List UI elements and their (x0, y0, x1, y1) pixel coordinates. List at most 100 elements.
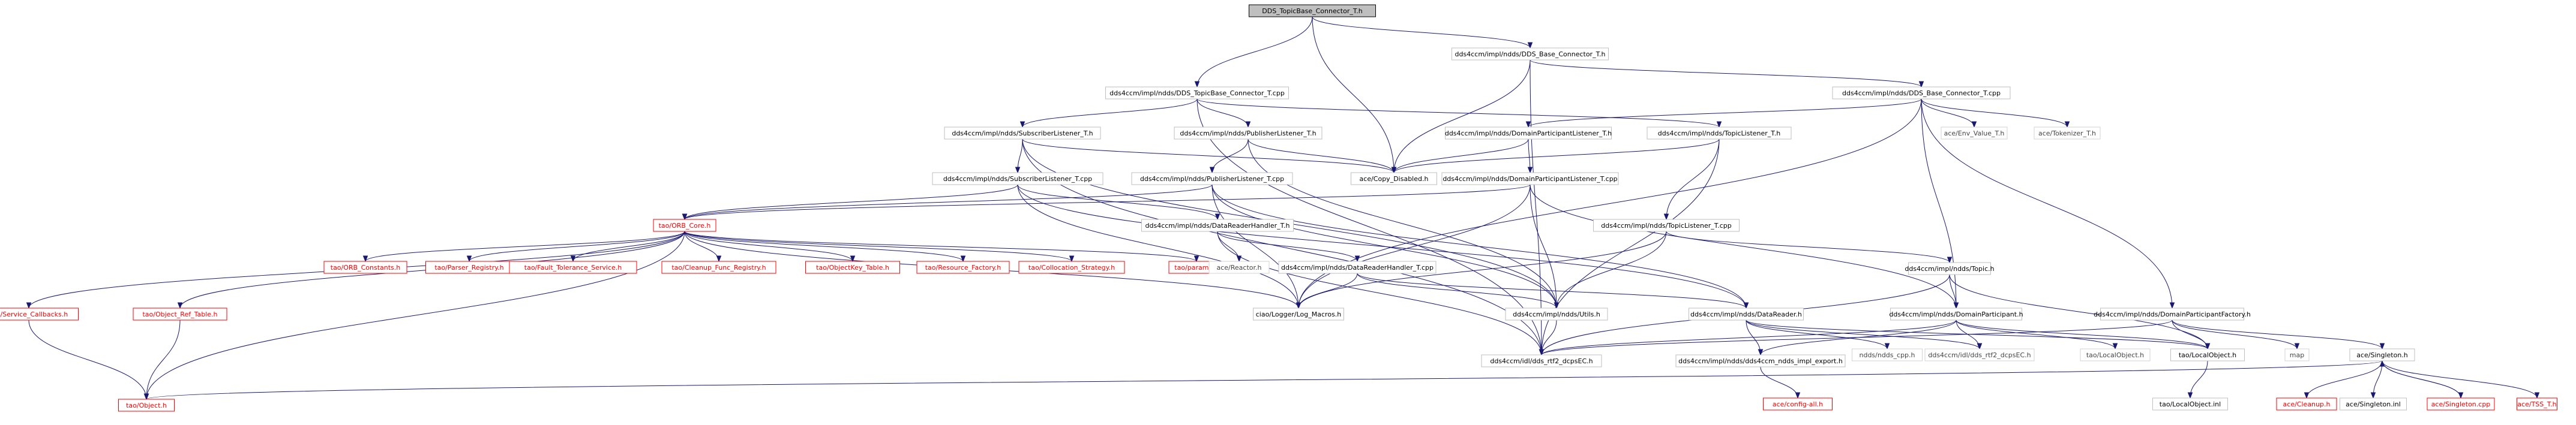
node-label: dds4ccm/impl/ndds/SubscriberListener_T.h (952, 129, 1093, 137)
node-singleton-cpp[interactable]: ace/Singleton.cpp (2427, 397, 2495, 411)
node-dpl-h[interactable]: dds4ccm/impl/ndds/DomainParticipantListe… (1445, 126, 1612, 140)
edge-topicl_h-to-copy_disabled (1391, 138, 1720, 174)
edge-tbc_cpp-to-pub_h (1196, 98, 1251, 128)
node-base-cpp[interactable]: dds4ccm/impl/ndds/DDS_Base_Connector_T.c… (1832, 86, 2011, 100)
node-label: ndds/ndds_cpp.h (1859, 351, 1915, 359)
node-dds-rtf2-b[interactable]: dds4ccm/idl/dds_rtf2_dcpsEC.h (1924, 348, 2035, 361)
node-drh-h[interactable]: dds4ccm/impl/ndds/DataReaderHandler_T.h (1141, 219, 1294, 232)
edge-topicl_cpp-to-utils_h (1554, 231, 1667, 309)
edge-orb_core-to-fault_tol (570, 231, 685, 263)
node-localobj[interactable]: tao/LocalObject.h (2170, 348, 2245, 361)
node-orb-constants[interactable]: tao/ORB_Constants.h (323, 261, 407, 274)
edge-base_h-to-base_cpp (1530, 59, 1924, 88)
edge-base_cpp-to-dpf_h (1921, 98, 2175, 309)
node-label: tao/LocalObject.inl (2160, 400, 2221, 408)
node-dds-rtf2[interactable]: dds4ccm/idl/dds_rtf2_dcpsEC.h (1481, 354, 1602, 367)
edge-pub_cpp-to-orb_core (682, 184, 1213, 221)
edge-root-to-base_h (1312, 16, 1533, 49)
edge-impl_export-to-config_all (1760, 366, 1801, 399)
edge-pub_h-to-copy_disabled (1247, 138, 1397, 174)
node-label: tao/LocalObject.h (2179, 351, 2236, 359)
node-sub-cpp[interactable]: dds4ccm/impl/ndds/SubscriberListener_T.c… (932, 172, 1103, 185)
node-resource-factory[interactable]: tao/Resource_Factory.h (916, 261, 1010, 274)
node-service-cb[interactable]: tao/Service_Callbacks.h (0, 308, 79, 321)
edge-dpf_h-to-dds_rtf2 (1539, 319, 2173, 356)
edge-dpl_h-to-copy_disabled (1391, 138, 1529, 174)
node-pub-h[interactable]: dds4ccm/impl/ndds/PublisherListener_T.h (1174, 126, 1323, 140)
node-map[interactable]: map (2284, 348, 2310, 361)
node-objref-table[interactable]: tao/Object_Ref_Table.h (133, 308, 227, 321)
node-config-all[interactable]: ace/config-all.h (1763, 397, 1833, 411)
node-label: ace/Tokenizer_T.h (2038, 129, 2096, 137)
node-label: ace/Singleton.cpp (2431, 400, 2491, 408)
edge-root-to-tbc_cpp (1194, 16, 1313, 88)
node-label: tao/ORB_Core.h (659, 222, 711, 230)
node-label: tao/Collocation_Strategy.h (1028, 264, 1115, 272)
node-label: dds4ccm/impl/ndds/DomainParticipant.h (1889, 311, 2023, 318)
node-label: tao/Cleanup_Func_Registry.h (671, 264, 766, 272)
edge-orb_core-to-orb_constants (362, 231, 685, 263)
node-label: dds4ccm/idl/dds_rtf2_dcpsEC.h (1928, 351, 2031, 359)
node-tokenizer[interactable]: ace/Tokenizer_T.h (2034, 126, 2101, 140)
node-topicl-cpp[interactable]: dds4ccm/impl/ndds/TopicListener_T.cpp (1593, 219, 1740, 232)
node-env-value[interactable]: ace/Env_Value_T.h (1941, 126, 2008, 140)
edge-orb_core-to-objkey_table (684, 231, 856, 263)
node-label: dds4ccm/impl/ndds/DDS_Base_Connector_T.h (1455, 50, 1606, 58)
node-log-macros[interactable]: ciao/Logger/Log_Macros.h (1253, 308, 1344, 321)
node-base-h[interactable]: dds4ccm/impl/ndds/DDS_Base_Connector_T.h (1452, 47, 1609, 61)
node-parser-registry[interactable]: tao/Parser_Registry.h (425, 261, 513, 274)
edge-topicl_h-to-dds_rtf2 (1539, 138, 1720, 356)
node-sub-h[interactable]: dds4ccm/impl/ndds/SubscriberListener_T.h (944, 126, 1101, 140)
node-singleton-h[interactable]: ace/Singleton.h (2349, 348, 2415, 361)
node-tbc-cpp[interactable]: dds4ccm/impl/ndds/DDS_TopicBase_Connecto… (1105, 86, 1289, 100)
edge-drh_h-to-dds_rtf2 (1217, 231, 1545, 356)
edge-dpf_h-to-map (2172, 319, 2300, 350)
node-impl-export[interactable]: dds4ccm/impl/ndds/dds4ccm_ndds_impl_expo… (1675, 354, 1846, 367)
node-topicl-h[interactable]: dds4ccm/impl/ndds/TopicListener_T.h (1647, 126, 1792, 140)
edge-sub_h-to-dds_rtf2 (1022, 138, 1545, 356)
node-cleanup-func[interactable]: tao/Cleanup_Func_Registry.h (661, 261, 776, 274)
node-pub-cpp[interactable]: dds4ccm/impl/ndds/PublisherListener_T.cp… (1131, 172, 1293, 185)
node-collocation[interactable]: tao/Collocation_Strategy.h (1018, 261, 1125, 274)
edge-topic_h-to-dp_h (1949, 274, 1959, 309)
node-orb-core[interactable]: tao/ORB_Core.h (653, 219, 716, 232)
node-fault-tol[interactable]: tao/Fault_Tolerance_Service.h (509, 261, 637, 274)
edge-base_cpp-to-env_value (1921, 98, 1977, 128)
node-dpl-cpp[interactable]: dds4ccm/impl/ndds/DomainParticipantListe… (1441, 172, 1619, 185)
edge-base_cpp-to-dpl_h (1525, 98, 1922, 128)
node-label: ciao/Logger/Log_Macros.h (1256, 311, 1342, 318)
edge-topicl_cpp-to-topic_h (1666, 231, 1953, 264)
node-reactor[interactable]: ace/Reactor.h (1208, 261, 1270, 274)
edge-dpf_h-to-singleton_h (2172, 319, 2385, 350)
node-utils-h[interactable]: dds4ccm/impl/ndds/Utils.h (1505, 308, 1608, 321)
node-objkey-table[interactable]: tao/ObjectKey_Table.h (805, 261, 900, 274)
node-label: ace/config-all.h (1773, 400, 1823, 408)
node-label: tao/LocalObject.h (2086, 351, 2144, 359)
edge-orb_core-to-params (684, 231, 1199, 263)
node-label: dds4ccm/impl/ndds/DDS_Base_Connector_T.c… (1842, 89, 2001, 97)
node-datareader-h[interactable]: dds4ccm/impl/ndds/DataReader.h (1689, 308, 1804, 321)
node-ndds-cpp[interactable]: ndds/ndds_cpp.h (1852, 348, 1923, 361)
node-root[interactable]: DDS_TopicBase_Connector_T.h (1249, 4, 1376, 17)
node-drh-cpp[interactable]: dds4ccm/impl/ndds/DataReaderHandler_T.cp… (1278, 261, 1437, 274)
node-dp-h[interactable]: dds4ccm/impl/ndds/DomainParticipant.h (1889, 308, 2023, 321)
node-label: dds4ccm/impl/ndds/Utils.h (1513, 311, 1600, 318)
node-label: dds4ccm/impl/ndds/SubscriberListener_T.c… (943, 175, 1092, 183)
edge-objref_table-to-tao_object (143, 319, 181, 400)
node-localobj-b[interactable]: tao/LocalObject.h (2080, 348, 2151, 361)
edge-pub_cpp-to-datareader_h (1211, 184, 1749, 309)
node-tao-object[interactable]: tao/Object.h (118, 399, 175, 412)
node-label: dds4ccm/impl/ndds/DataReaderHandler_T.cp… (1281, 264, 1434, 272)
node-copy-disabled[interactable]: ace/Copy_Disabled.h (1351, 172, 1437, 185)
node-label: tao/Resource_Factory.h (925, 264, 1001, 272)
node-cleanup-h[interactable]: ace/Cleanup.h (2276, 397, 2337, 411)
node-label: tao/ObjectKey_Table.h (816, 264, 889, 272)
node-localobj-inl[interactable]: tao/LocalObject.inl (2152, 397, 2228, 411)
edge-drh_cpp-to-datareader_h (1357, 273, 1749, 309)
node-singleton-inl[interactable]: ace/Singleton.inl (2340, 397, 2407, 411)
node-tss-t[interactable]: ace/TSS_T.h (2517, 397, 2557, 411)
node-dpf-h[interactable]: dds4ccm/impl/ndds/DomainParticipantFacto… (2094, 308, 2251, 321)
edge-drh_cpp-to-log_macros (1296, 273, 1358, 309)
node-topic-h[interactable]: dds4ccm/impl/ndds/Topic.h (1905, 262, 1995, 275)
node-label: tao/Fault_Tolerance_Service.h (524, 264, 622, 272)
